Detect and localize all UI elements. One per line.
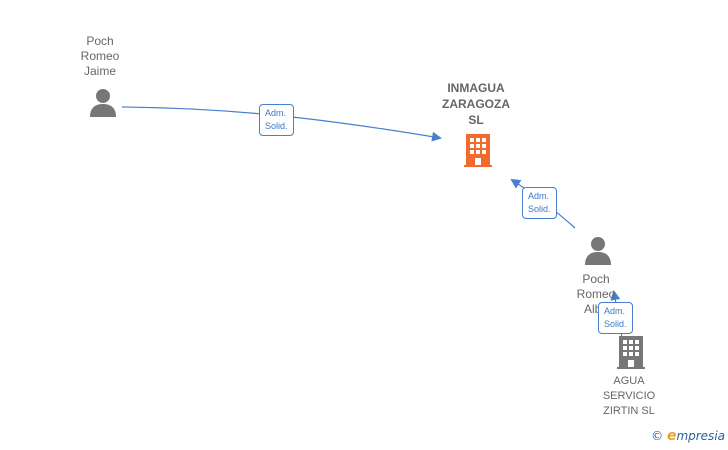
building-icon[interactable] [615, 334, 647, 370]
edge-label-e1[interactable]: Adm. Solid. [259, 104, 294, 136]
person-icon[interactable] [88, 88, 118, 118]
brand-initial: e [666, 428, 677, 444]
person-icon[interactable] [583, 236, 613, 266]
empresia-watermark: © empresia [651, 428, 725, 444]
copyright-symbol: © [651, 429, 664, 443]
company2-label[interactable]: AGUA SERVICIO ZIRTIN SL [602, 375, 656, 417]
main-company-label[interactable]: INMAGUA ZARAGOZA SL [442, 81, 510, 127]
building-icon[interactable] [462, 132, 494, 168]
edge-label-e2[interactable]: Adm. Solid. [522, 187, 557, 219]
person1-label[interactable]: Poch Romeo Jaime [80, 34, 120, 78]
edge-label-e3[interactable]: Adm. Solid. [598, 302, 633, 334]
brand-name: mpresia [676, 429, 725, 443]
